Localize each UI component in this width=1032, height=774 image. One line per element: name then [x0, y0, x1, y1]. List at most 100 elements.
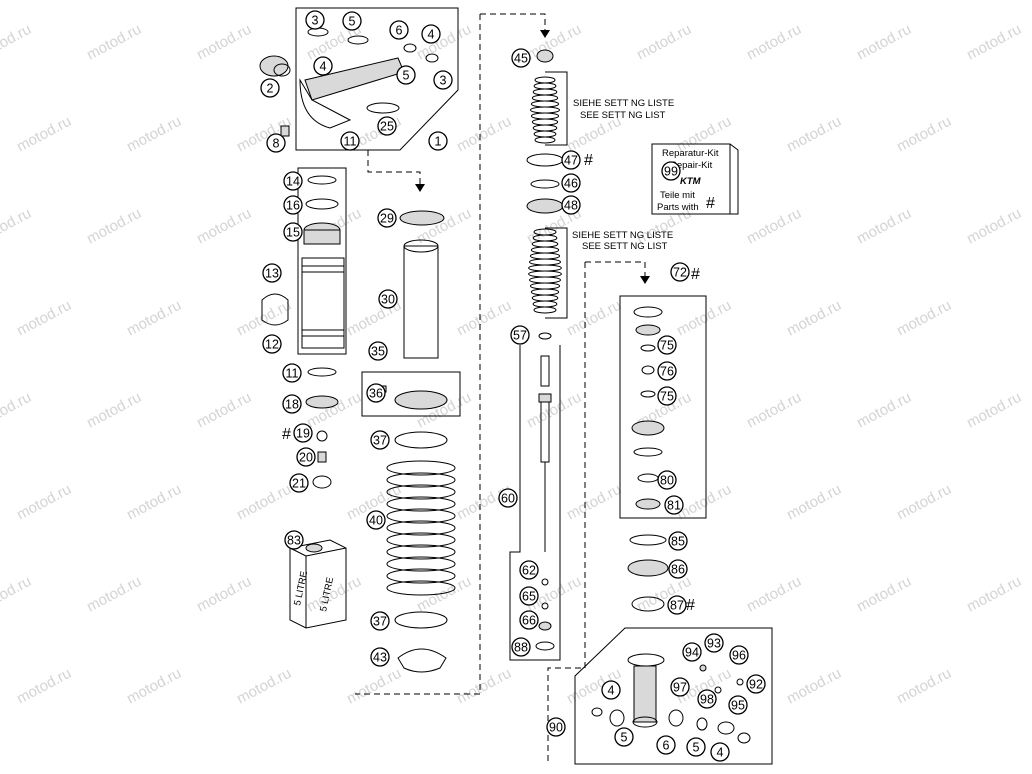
callout-number: 3 [440, 74, 447, 88]
callout-number: 96 [732, 649, 746, 663]
callout-76: 76 [657, 361, 677, 381]
watermark-text: motod.ru [784, 297, 844, 340]
callout-88: 88 [511, 637, 531, 657]
watermark-text: motod.ru [194, 573, 254, 616]
callout-13: 13 [262, 263, 282, 283]
assembly-line-reservoir [367, 150, 421, 186]
callout-circle [262, 334, 282, 354]
repair-kit-box: Reparatur-Kit Repair-Kit KTM Teile mit P… [651, 143, 739, 215]
callout-circle [284, 530, 304, 550]
callout-number: 13 [265, 267, 279, 281]
callout-number: 15 [286, 226, 300, 240]
watermark-text: motod.ru [14, 297, 74, 340]
callout-circle [389, 20, 409, 40]
watermark-text: motod.ru [964, 21, 1024, 64]
callout-30: 30 [378, 289, 398, 309]
watermark-text: motod.ru [854, 21, 914, 64]
callout-circle [657, 386, 677, 406]
shim [529, 258, 561, 266]
callout-number: 35 [371, 345, 385, 359]
small-screw [280, 125, 290, 137]
callout-number: 36 [369, 387, 383, 401]
callout-circle [682, 642, 702, 662]
shim [534, 136, 556, 144]
watermark-text: motod.ru [564, 481, 624, 524]
setting-list-note-en-2: SEE SETT NG LIST [582, 241, 668, 252]
shim [532, 124, 558, 132]
callout-circle [668, 559, 688, 579]
assembly-line-rod [547, 262, 586, 764]
callout-number: 85 [671, 535, 685, 549]
callout-number: 11 [286, 367, 299, 381]
callout-circle [519, 610, 539, 630]
watermark-text: motod.ru [744, 205, 804, 248]
callout-65: 65 [519, 586, 539, 606]
shim [534, 76, 556, 84]
callout-number: 60 [501, 492, 515, 506]
callout-3: 3 [305, 10, 325, 30]
watermark-text: motod.ru [124, 481, 184, 524]
watermark-text: motod.ru [674, 297, 734, 340]
callout-number: 5 [403, 69, 410, 83]
spring-coil [386, 568, 456, 584]
callout-number: 14 [286, 175, 300, 189]
watermark-text: motod.ru [14, 481, 74, 524]
callout-circle [546, 717, 566, 737]
callout-90: 90 [546, 717, 566, 737]
damper-rod-parts [526, 49, 564, 651]
callout-number: 25 [380, 120, 394, 134]
setting-list-note-de-2: SIEHE SETT NG LISTE [572, 230, 673, 241]
hash-mark-19: # [282, 426, 291, 443]
callout-number: 37 [373, 615, 387, 629]
shim [530, 112, 560, 120]
callout-72: 72 [670, 262, 690, 282]
callout-circle [561, 173, 581, 193]
callout-62: 62 [519, 560, 539, 580]
reservoir-body [299, 27, 439, 129]
watermark-text: motod.ru [124, 665, 184, 708]
callout-circle [378, 289, 398, 309]
callout-4: 4 [421, 24, 441, 44]
watermark-text: motod.ru [854, 573, 914, 616]
shim [529, 282, 561, 290]
callout-number: 62 [522, 564, 536, 578]
callout-98: 98 [697, 689, 717, 709]
callout-circle [614, 727, 634, 747]
callout-circle [728, 695, 748, 715]
callout-number: 97 [673, 681, 687, 695]
callout-circle [282, 363, 302, 383]
main-spring [386, 460, 456, 596]
callout-number: 75 [660, 390, 674, 404]
callout-circle [340, 131, 360, 151]
watermark-text: motod.ru [524, 389, 584, 432]
callout-47: 47 [561, 150, 581, 170]
callout-number: 3 [312, 14, 319, 28]
callout-75: 75 [657, 386, 677, 406]
callout-11: 11 [340, 131, 360, 151]
callout-circle [511, 48, 531, 68]
watermark-text: motod.ru [414, 21, 474, 64]
callout-number: 72 [673, 266, 687, 280]
callout-18: 18 [282, 394, 302, 414]
adjuster-knob [259, 55, 291, 77]
callout-number: 83 [287, 534, 301, 548]
callout-number: 40 [369, 514, 383, 528]
callout-circle [283, 195, 303, 215]
watermark-text: motod.ru [784, 481, 844, 524]
watermark-text: motod.ru [854, 389, 914, 432]
callout-number: 12 [265, 338, 279, 352]
callout-20: 20 [296, 447, 316, 467]
reservoir-assembly-frame [295, 7, 459, 151]
piston-assembly-frame [297, 167, 347, 355]
watermark-text: motod.ru [0, 389, 34, 432]
callout-number: 11 [344, 135, 357, 149]
watermark-text: motod.ru [124, 113, 184, 156]
callout-circle [519, 586, 539, 606]
callout-circle [370, 647, 390, 667]
callout-number: 29 [380, 212, 394, 226]
valve-assembly-frame [619, 295, 707, 519]
callout-81: 81 [664, 495, 684, 515]
shim [530, 246, 560, 254]
callout-11: 11 [282, 363, 302, 383]
lower-spring-bracket [545, 227, 568, 319]
